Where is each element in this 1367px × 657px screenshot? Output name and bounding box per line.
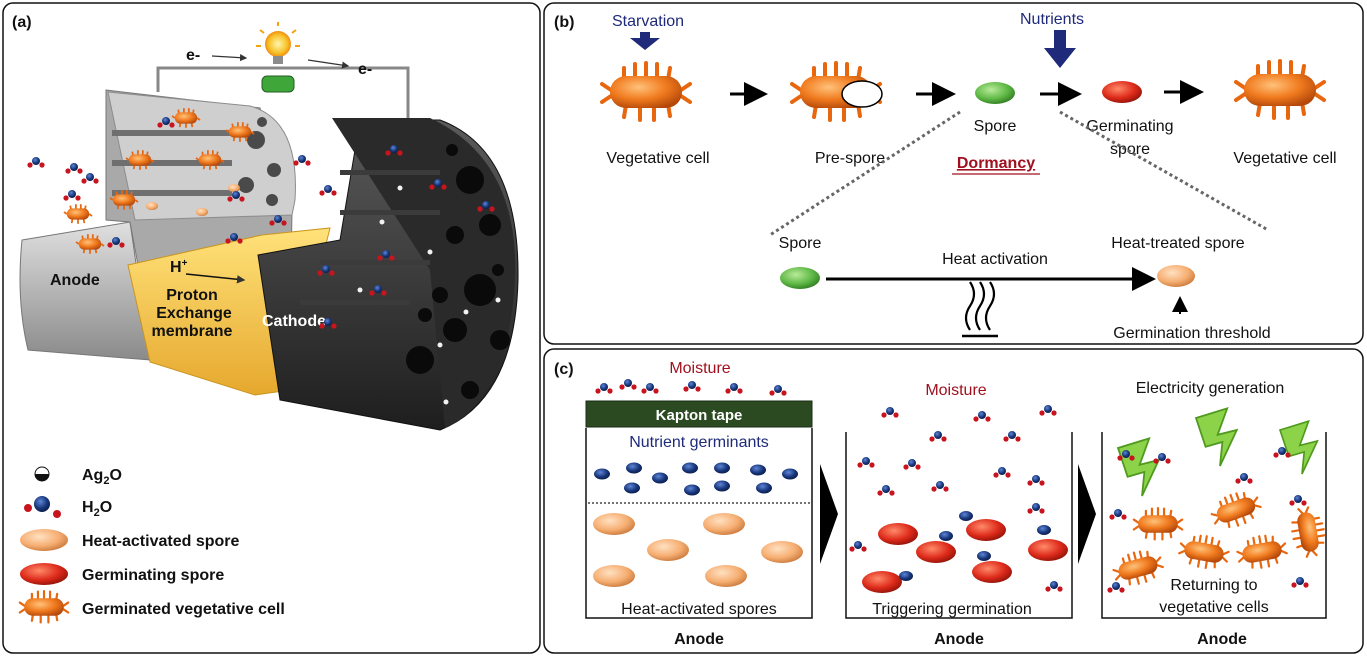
proton-label: H+	[170, 258, 188, 276]
circuit-wire	[156, 66, 410, 118]
container-3	[1101, 432, 1327, 619]
proton-arrow	[185, 273, 246, 284]
heat-activation-label: Heat activation	[942, 251, 1048, 268]
heat-activated-spores	[593, 513, 803, 587]
anode-microbes	[63, 107, 255, 255]
light-bulb-icon	[256, 22, 300, 64]
battery-icon	[261, 75, 295, 93]
electron-arrow-left	[211, 54, 248, 62]
starvation-arrow	[630, 32, 660, 50]
moisture-label-2: Moisture	[925, 382, 986, 399]
panel-b-label: (b)	[554, 14, 574, 31]
kapton-tape-label: Kapton tape	[656, 407, 743, 424]
moisture-label-1: Moisture	[669, 360, 730, 377]
anode-label: Anode	[50, 272, 100, 289]
zoom-spore	[780, 267, 820, 289]
electron-label-left: e-	[186, 47, 200, 64]
zoom-spore-label: Spore	[779, 235, 822, 252]
membrane-label-1: Proton	[166, 287, 218, 304]
germinating-spore	[1102, 81, 1142, 103]
germinating-label-1: Germinating	[1086, 118, 1173, 135]
anode-label-1: Anode	[674, 631, 724, 648]
triggering-germination-label: Triggering germination	[872, 601, 1031, 618]
cathode-face	[332, 118, 516, 428]
vegetative-cell-label-2: Vegetative cell	[1233, 150, 1336, 167]
starvation-label: Starvation	[612, 13, 684, 30]
nutrient-germinants	[594, 462, 798, 496]
pre-spore	[790, 61, 883, 122]
returning-label-1: Returning to	[1170, 577, 1257, 594]
anode-label-2: Anode	[934, 631, 984, 648]
legend-label-ag2o: Ag2O	[82, 467, 122, 487]
nutrients-label: Nutrients	[1020, 11, 1084, 28]
legend-label-germinated-cell: Germinated vegetative cell	[82, 601, 285, 618]
electricity-generation-label: Electricity generation	[1136, 380, 1285, 397]
stage-arrow-2	[1078, 464, 1096, 564]
membrane-label-2: Exchange	[156, 305, 232, 322]
legend: Ag2O H2O Heat-activated spore Germinatin…	[18, 466, 285, 624]
legend-item-germinating-spore: Germinating spore	[20, 563, 224, 585]
germination-threshold-label: Germination threshold	[1113, 325, 1270, 342]
zoom-line-right	[1059, 110, 1269, 232]
electron-label-right: e-	[358, 61, 372, 78]
anode-label-3: Anode	[1197, 631, 1247, 648]
spore	[975, 82, 1015, 104]
vegetative-cell-label-1: Vegetative cell	[606, 150, 709, 167]
spore-label: Spore	[974, 118, 1017, 135]
heat-treated-spore-label: Heat-treated spore	[1111, 235, 1245, 252]
legend-item-h2o: H2O	[24, 496, 112, 519]
cathode-label: Cathode	[262, 313, 326, 330]
legend-label-heat-activated: Heat-activated spore	[82, 533, 239, 550]
nutrient-germinants-label: Nutrient germinants	[629, 434, 769, 451]
heat-waves-icon	[962, 281, 998, 338]
germinating-spores-c	[862, 511, 1068, 593]
panel-c-label: (c)	[554, 361, 574, 378]
electron-arrow-right	[307, 59, 350, 69]
panel-a-label: (a)	[12, 14, 32, 31]
legend-item-heat-activated-spore: Heat-activated spore	[20, 529, 239, 551]
stage-arrow-1	[820, 464, 838, 564]
heat-activated-spores-label: Heat-activated spores	[621, 601, 777, 618]
dormancy-label: Dormancy	[957, 155, 1035, 172]
legend-label-h2o: H2O	[82, 499, 112, 519]
fuel-cell-illustration: e- e-	[19, 22, 519, 431]
returning-label-2: vegetative cells	[1159, 599, 1268, 616]
anode-base	[19, 221, 151, 361]
container-1	[585, 428, 813, 619]
nutrients-arrow	[1044, 30, 1076, 68]
pre-spore-label: Pre-spore	[815, 150, 885, 167]
heat-treated-spore	[1157, 265, 1195, 287]
zoom-line-left	[769, 110, 961, 237]
legend-item-germinated-cell: Germinated vegetative cell	[18, 589, 285, 624]
container-2	[845, 432, 1073, 619]
kapton-tape	[585, 400, 813, 428]
membrane-label-3: membrane	[152, 323, 233, 340]
germinating-label-2: spore	[1110, 141, 1150, 158]
legend-label-germinating: Germinating spore	[82, 567, 224, 584]
legend-item-ag2o: Ag2O	[34, 466, 122, 487]
